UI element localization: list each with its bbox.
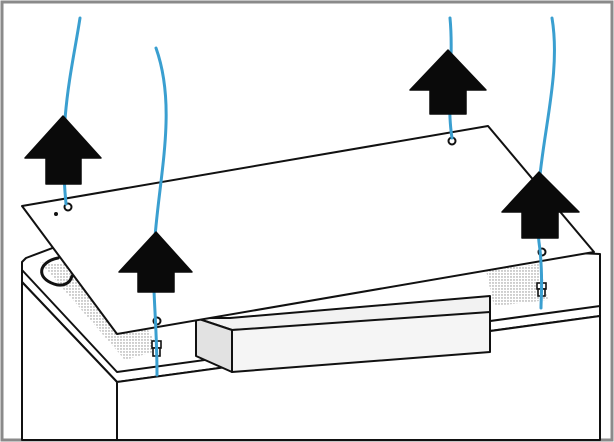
center-block-side — [195, 317, 233, 373]
lift-arrows — [24, 49, 580, 293]
center-block — [195, 295, 491, 373]
hatched-area-right — [486, 264, 548, 306]
arrow-up-left-back — [24, 115, 102, 185]
arrow-up-right-back — [409, 49, 487, 115]
panel-dot — [54, 212, 58, 216]
arrow-up-right-front — [501, 171, 580, 239]
rotation-icon — [40, 256, 74, 287]
arrow-up-left-front — [118, 231, 193, 293]
